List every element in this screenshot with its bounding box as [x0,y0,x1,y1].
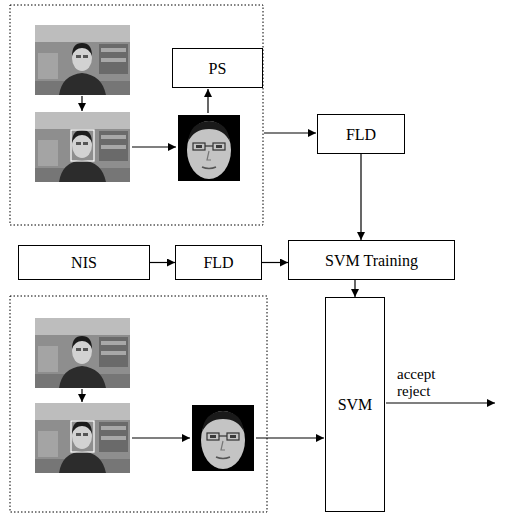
box-label: FLD [346,125,376,144]
process-box: NIS [18,245,150,280]
box-label: PS [209,59,227,78]
top-group-part [264,132,316,133]
process-box: SVM Training [288,240,455,280]
bottom-group-part [256,437,324,438]
bottom-group-part [132,437,190,438]
top-group-part [71,130,94,161]
box-label: FLD [203,253,233,272]
top-group-part [207,89,208,113]
bottom-group [10,296,324,512]
process-box: FLD [317,114,405,154]
process-box: PS [172,48,263,88]
top-group-part [10,5,263,225]
bottom-group-part [192,405,254,471]
box-label: SVM Training [325,251,418,270]
box-label: SVM [338,395,373,414]
output-label: reject [396,383,431,400]
flow-arrow [354,280,355,297]
output-arrow-part [386,402,495,403]
flow-arrow [262,262,288,263]
bottom-group-part [35,318,130,388]
top-group-part [81,96,82,111]
box-label: NIS [71,253,97,272]
top-group-part [178,115,240,181]
classifier-box: SVM [325,297,385,512]
bottom-group-part [71,421,94,452]
output-label: accept [396,366,436,383]
flow-arrow [150,262,175,263]
bottom-group-part [35,403,130,473]
top-group [10,5,316,225]
output-arrow [386,403,495,404]
bottom-group-part [10,296,267,512]
flow-arrow [360,154,361,240]
process-box: FLD [175,245,262,280]
top-group-part [132,146,176,147]
top-group-part [35,25,130,95]
bottom-group-part [81,389,82,402]
top-group-part [35,112,130,182]
